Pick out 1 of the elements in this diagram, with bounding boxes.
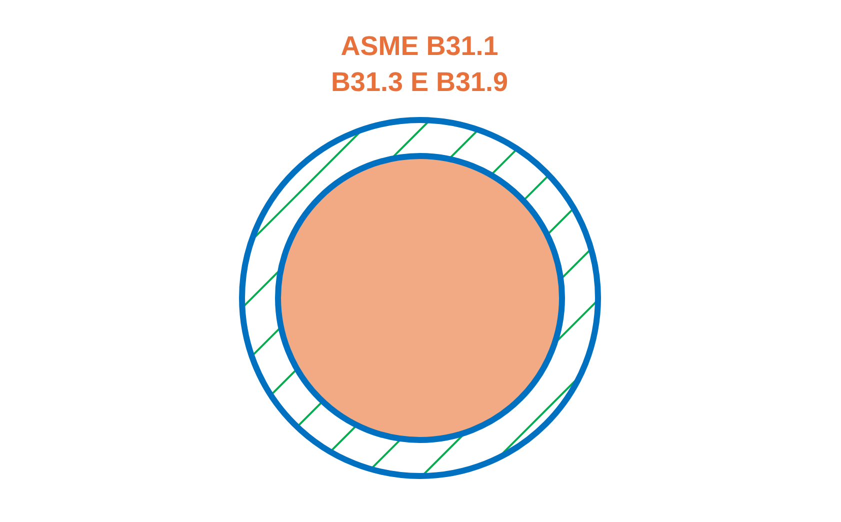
title: ASME B31.1 B31.3 E B31.9 (330, 30, 510, 99)
